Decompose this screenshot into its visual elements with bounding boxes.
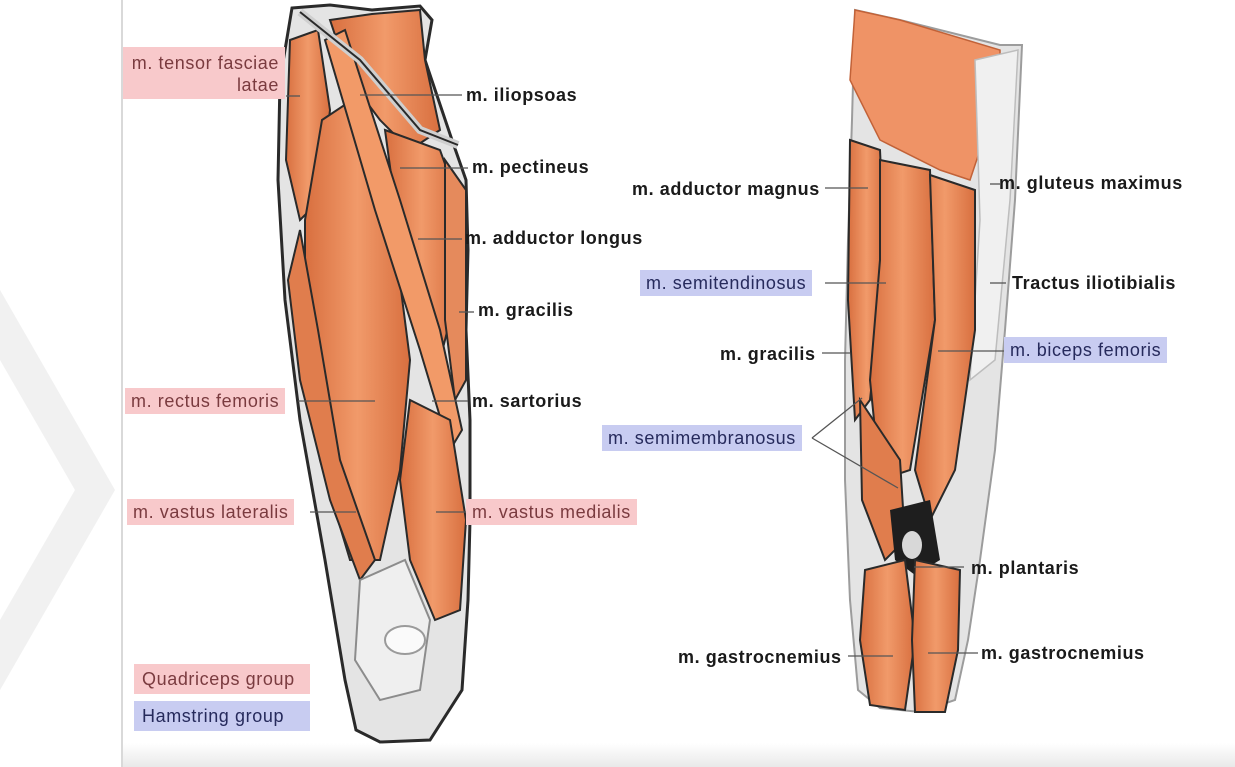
legend-quadriceps: Quadriceps group bbox=[134, 664, 310, 694]
label-vastus-medialis: m. vastus medialis bbox=[466, 499, 637, 525]
label-tensor-line2: latae bbox=[129, 74, 279, 96]
label-adductor-magnus: m. adductor magnus bbox=[632, 178, 820, 200]
label-biceps-femoris: m. biceps femoris bbox=[1004, 337, 1167, 363]
label-gluteus-maximus: m. gluteus maximus bbox=[999, 172, 1183, 194]
label-gastrocnemius-right: m. gastrocnemius bbox=[981, 642, 1145, 664]
label-gracilis-posterior: m. gracilis bbox=[720, 343, 816, 365]
label-tensor-fasciae-latae: m. tensor fasciae latae bbox=[123, 47, 285, 99]
label-gracilis-anterior: m. gracilis bbox=[478, 299, 574, 321]
anterior-thigh bbox=[278, 5, 470, 742]
label-pectineus: m. pectineus bbox=[472, 156, 589, 178]
legend-hamstring: Hamstring group bbox=[134, 701, 310, 731]
label-semitendinosus: m. semitendinosus bbox=[640, 270, 812, 296]
label-adductor-longus: m. adductor longus bbox=[465, 227, 643, 249]
label-rectus-femoris: m. rectus femoris bbox=[125, 388, 285, 414]
label-tractus-iliotibialis: Tractus iliotibialis bbox=[1012, 272, 1176, 294]
posterior-thigh bbox=[845, 10, 1022, 712]
label-sartorius: m. sartorius bbox=[472, 390, 582, 412]
label-gastrocnemius-left: m. gastrocnemius bbox=[678, 646, 842, 668]
label-plantaris: m. plantaris bbox=[971, 557, 1079, 579]
patella bbox=[385, 626, 425, 654]
label-vastus-lateralis: m. vastus lateralis bbox=[127, 499, 294, 525]
label-iliopsoas: m. iliopsoas bbox=[466, 84, 577, 106]
label-semimembranosus: m. semimembranosus bbox=[602, 425, 802, 451]
label-tensor-line1: m. tensor fasciae bbox=[129, 52, 279, 74]
gastrocnemius-medial-muscle bbox=[860, 560, 915, 710]
